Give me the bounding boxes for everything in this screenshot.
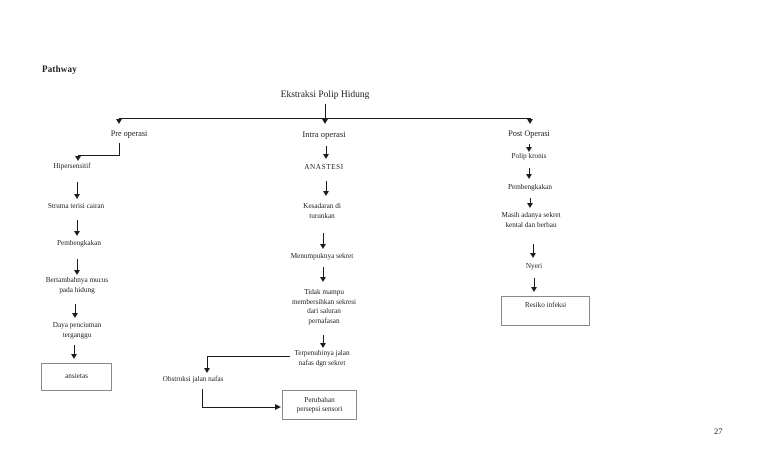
node-bertambah-mucus: Bertambahnya mucus pada hidung: [45, 276, 109, 294]
connector-line: [326, 181, 327, 192]
connector-line: [77, 182, 78, 195]
arrow-down-icon: [72, 313, 78, 318]
arrow-down-icon: [204, 368, 210, 373]
node-anastesi: ANASTESI: [304, 163, 344, 171]
node-nyeri: Nyeri: [525, 262, 543, 270]
arrow-down-icon: [531, 287, 537, 292]
connector-line: [202, 407, 275, 408]
page-number: 27: [714, 426, 723, 436]
connector-line: [530, 198, 531, 205]
connector-line: [533, 244, 534, 254]
node-kesadaran-diturunkan: Kesadaran di turunkan: [303, 202, 341, 220]
connector-line: [323, 335, 324, 344]
node-sekret-kental-berbau: Masih adanya sekret kental dan berbau: [501, 211, 561, 229]
connector-line: [534, 278, 535, 288]
branch-pre-operasi: Pre operasi: [110, 129, 148, 138]
connector-line: [202, 389, 203, 407]
connector-line: [207, 356, 208, 369]
connector-line: [75, 304, 76, 314]
arrow-down-icon: [527, 203, 533, 208]
connector-line: [119, 118, 531, 119]
node-menumpuknya-sekret: Menumpuknya sekret: [290, 252, 354, 260]
connector-line: [78, 155, 120, 156]
arrow-right-icon: [275, 404, 281, 410]
connector-line: [326, 146, 327, 155]
node-pembengkakan-pre: Pembengkakan: [57, 239, 101, 247]
node-resiko-infeksi-box: Resiko infeksi: [501, 296, 590, 326]
connector-line: [323, 267, 324, 278]
connector-line: [74, 345, 75, 355]
connector-line: [529, 168, 530, 176]
arrow-down-icon: [320, 277, 326, 282]
connector-line: [529, 144, 530, 149]
node-struma-terisi-cairan: Struma terisi cairan: [47, 202, 105, 210]
arrow-down-icon: [116, 119, 122, 124]
node-pembengkakan-post: Pembengkakan: [508, 183, 552, 191]
arrow-down-icon: [71, 354, 77, 359]
arrow-down-icon: [320, 244, 326, 249]
connector-line: [325, 104, 326, 118]
arrow-down-icon: [323, 191, 329, 196]
arrow-down-icon: [526, 147, 532, 152]
arrow-down-icon: [74, 270, 80, 275]
branch-post-operasi: Post Operasi: [508, 129, 550, 138]
node-perubahan-persepsi-box: Perubahan persepsi sensori: [282, 390, 357, 420]
connector-line: [323, 233, 324, 245]
node-terpenuhinya-jalan-nafas: Terpenuhinya jalan nafas dgn sekret: [294, 349, 350, 367]
node-ansietas-box: ansietas: [41, 363, 112, 391]
arrow-down-icon: [526, 174, 532, 179]
arrow-down-icon: [74, 194, 80, 199]
node-polip-kronis: Polip kronis: [511, 152, 547, 160]
node-daya-penciuman: Daya penciuman terganggu: [52, 321, 102, 339]
connector-line: [119, 143, 120, 156]
arrow-down-icon: [527, 119, 533, 124]
node-obstruksi-jalan-nafas: Obstruksi jalan nafas: [162, 375, 224, 383]
node-tidak-mampu-membersihkan: Tidak mampu membersihkan sekresi dari sa…: [291, 288, 357, 325]
node-hipersensitif: Hipersensitif: [53, 162, 91, 170]
page-heading: Pathway: [42, 64, 77, 74]
branch-intra-operasi: Intra operasi: [302, 129, 346, 139]
arrow-down-icon: [74, 231, 80, 236]
arrow-down-icon: [75, 156, 81, 161]
arrow-down-icon: [323, 154, 329, 159]
diagram-title: Ekstraksi Polip Hidung: [280, 90, 370, 100]
arrow-down-icon: [320, 343, 326, 348]
connector-line: [207, 356, 290, 357]
arrow-down-icon: [530, 253, 536, 258]
connector-line: [77, 220, 78, 232]
connector-line: [77, 259, 78, 271]
arrow-down-icon: [322, 119, 328, 124]
